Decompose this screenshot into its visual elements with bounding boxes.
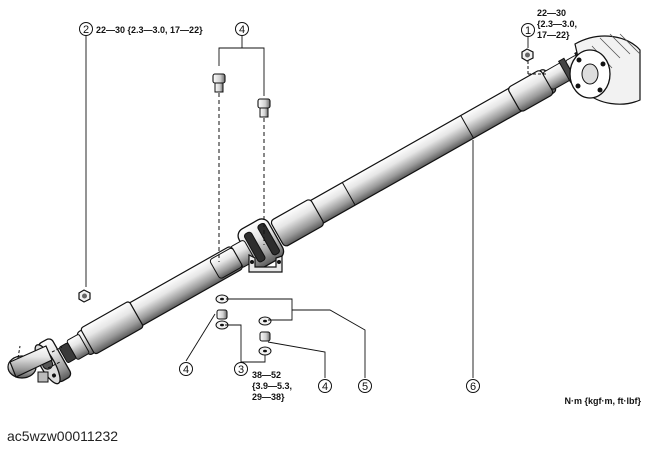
torque-spec-1: 22—30 {2.3—3.0, 17—22}: [537, 8, 577, 40]
flange-nut-front: [521, 48, 534, 62]
leader-lines: [85, 35, 529, 378]
center-bearing-bracket: [248, 254, 283, 273]
callout-6: 6: [466, 379, 480, 393]
svg-text:29—38}: 29—38}: [252, 392, 285, 402]
svg-text:4: 4: [322, 381, 328, 393]
flange-nut-rear: [78, 289, 91, 303]
svg-text:{2.3—3.0,: {2.3—3.0,: [537, 19, 577, 29]
torque-spec-2: 22—30 {2.3—3.0, 17—22}: [96, 25, 203, 35]
callout-4-right: 4: [318, 379, 332, 393]
svg-text:1: 1: [525, 25, 531, 37]
callout-1: 1: [521, 23, 535, 37]
svg-text:22—30: 22—30: [537, 8, 566, 18]
differential-companion-flange: [7, 345, 63, 383]
callout-5: 5: [358, 379, 372, 393]
bracket-bolt-left: [212, 73, 226, 93]
unit-note: N·m {kgf·m, ft·lbf}: [565, 396, 642, 406]
rear-shaft-tube: [59, 246, 243, 363]
svg-text:22—30 {2.3—3.0, 17—22}: 22—30 {2.3—3.0, 17—22}: [96, 25, 203, 35]
callout-3: 3: [234, 362, 248, 376]
callout-4-left: 4: [179, 362, 193, 376]
svg-text:4: 4: [239, 24, 245, 36]
svg-text:17—22}: 17—22}: [537, 30, 570, 40]
svg-text:4: 4: [183, 364, 189, 376]
svg-text:38—52: 38—52: [252, 370, 281, 380]
svg-text:5: 5: [362, 381, 368, 393]
figure-code: ac5wzw00011232: [7, 428, 119, 444]
svg-text:2: 2: [83, 24, 89, 36]
bracket-bolt-right: [257, 98, 271, 118]
callout-2: 2: [79, 22, 93, 36]
propeller-shaft-exploded-diagram: 1 2 3 4 4 4 5 6 22—30 {2.3—3.0, 17—22} 2…: [7, 8, 642, 406]
front-shaft-tube: [270, 48, 594, 247]
svg-text:3: 3: [238, 364, 244, 376]
svg-text:{3.9—5.3,: {3.9—5.3,: [252, 381, 292, 391]
lower-washers: [215, 294, 272, 356]
svg-text:6: 6: [470, 381, 476, 393]
torque-spec-3: 38—52 {3.9—5.3, 29—38}: [252, 370, 292, 402]
callout-4-top: 4: [235, 22, 249, 36]
